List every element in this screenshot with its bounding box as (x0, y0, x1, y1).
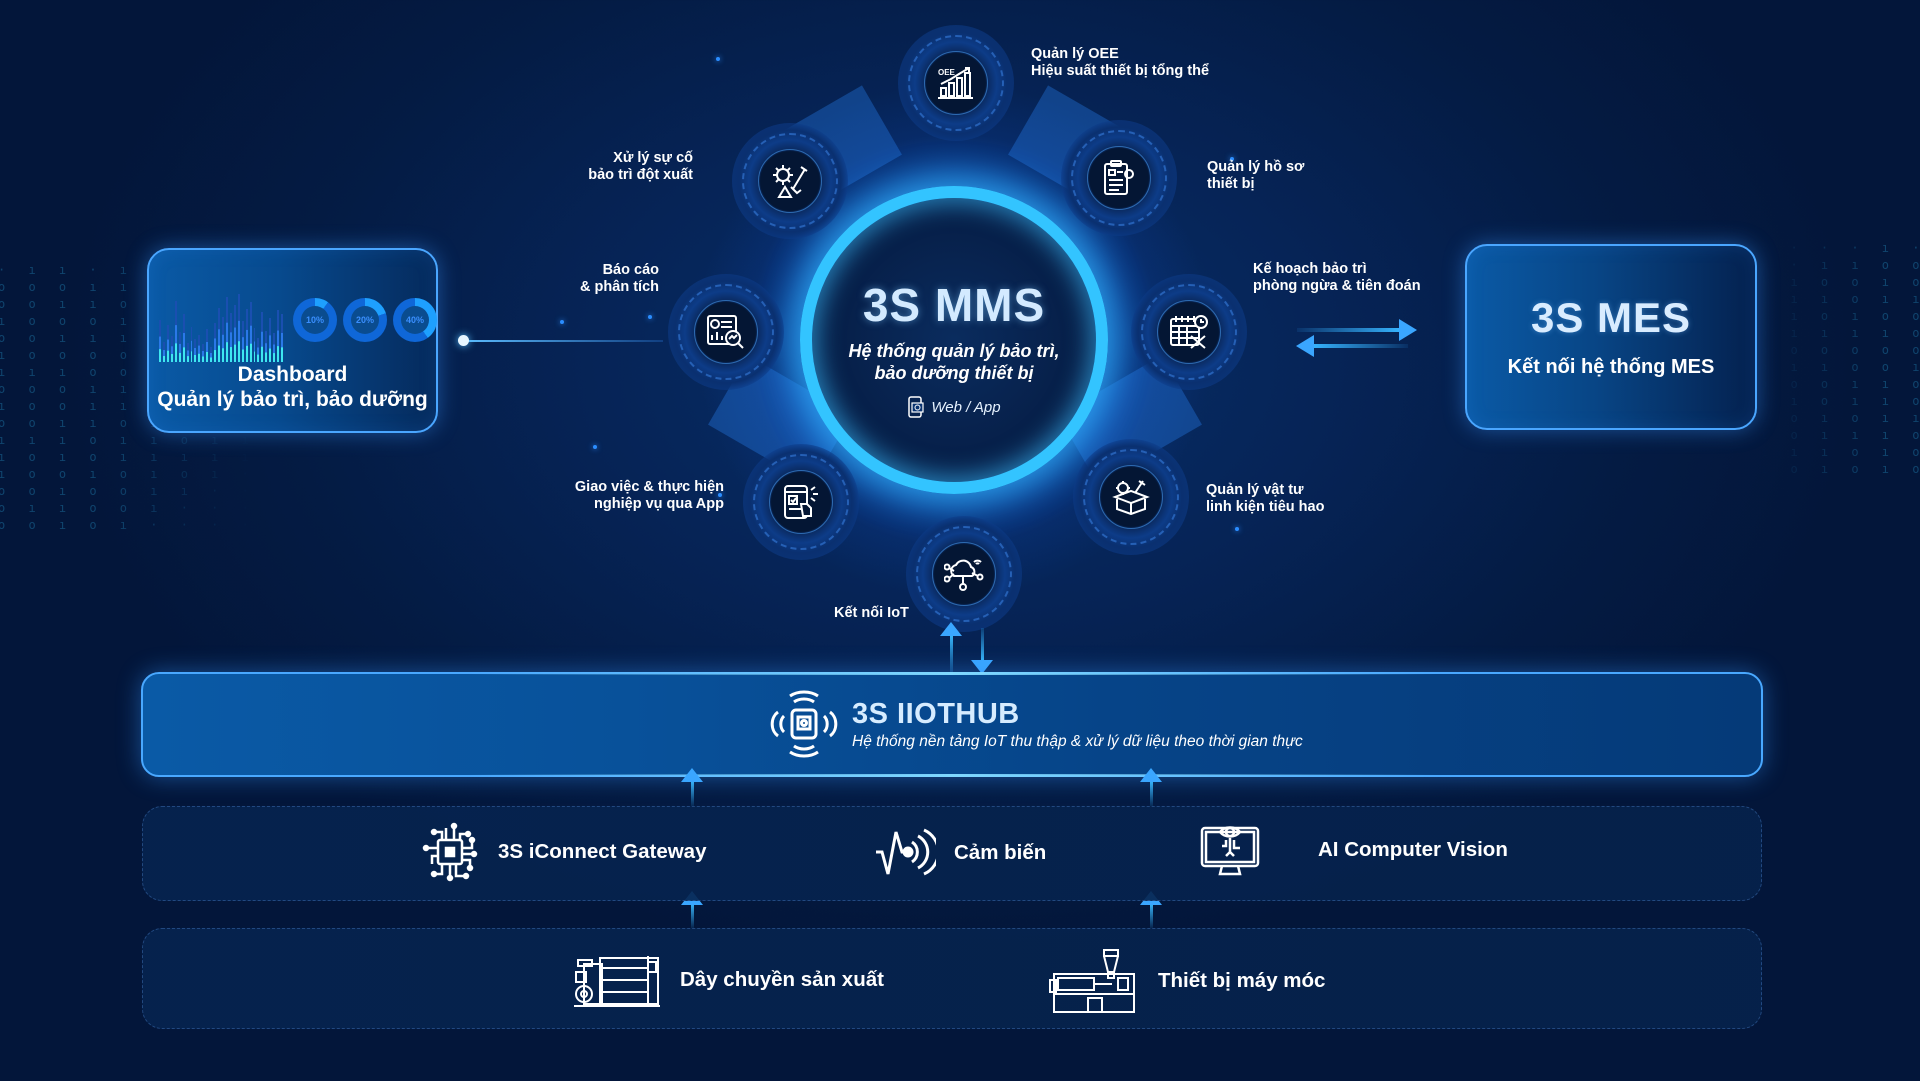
calendar-tools-icon (1170, 315, 1208, 349)
gateway-layer (142, 806, 1762, 901)
star-dot (718, 493, 722, 497)
mes-subtitle: Kết nối hệ thống MES (1507, 356, 1715, 378)
mms-subtitle-line1: Hệ thống quản lý bảo trì, (848, 341, 1060, 361)
label-line: bảo trì đột xuất (588, 167, 693, 183)
label-line: Kết nối IoT (834, 605, 909, 621)
ai-vision-item[interactable]: AI Computer Vision (1200, 822, 1508, 878)
machine-item[interactable]: Thiết bị máy móc (1048, 948, 1325, 1014)
label-line: & phân tích (580, 279, 659, 295)
label-line: Hiệu suất thiết bị tổng thể (1031, 63, 1210, 79)
module-node-incident[interactable] (732, 123, 848, 239)
svg-text:OEE: OEE (938, 68, 956, 77)
production-line-icon (574, 956, 660, 1007)
mms-platform-label: Web / App (931, 398, 1001, 416)
dashboard-connector-line (463, 340, 663, 342)
module-node-oee[interactable]: OEE (898, 25, 1014, 141)
left-arrow-icon (1296, 335, 1408, 357)
module-label-iot: Kết nối IoT (834, 605, 909, 622)
binary-pattern-right: · · · · ı · ı · · ı ı o o ı · ı o o ı o … (1760, 241, 1919, 476)
mms-center[interactable]: 3S MMS Hệ thống quản lý bảo trì, bảo dưỡ… (812, 198, 1096, 418)
clipboard-gear-icon (1104, 160, 1134, 195)
label-line: thiết bị (1207, 176, 1255, 192)
up-arrow-icon (681, 891, 703, 928)
label-line: Quản lý OEE (1031, 46, 1119, 62)
star-dot (1235, 527, 1239, 531)
dashboard-title-line2: Quản lý bảo trì, bảo dưỡng (157, 388, 428, 411)
box-parts-icon (1112, 480, 1150, 515)
mobile-touch-icon (784, 485, 818, 519)
label-line: Kế hoạch bảo trì (1253, 261, 1367, 277)
star-dot (593, 445, 597, 449)
label-line: nghiệp vụ qua App (594, 496, 724, 512)
mms-platform: Web / App (812, 396, 1096, 418)
star-dot (1230, 157, 1234, 161)
machine-label: Thiết bị máy móc (1158, 969, 1326, 992)
up-arrow-icon (940, 622, 962, 672)
dashboard-title-line1: Dashboard (237, 363, 348, 386)
connector-dot (458, 335, 469, 346)
report-analytics-icon (707, 315, 744, 349)
star-dot (716, 57, 720, 61)
dashboard-title: Dashboard Quản lý bảo trì, bảo dưỡng (149, 362, 436, 412)
hub-title: 3S IIOTHUB (852, 697, 1020, 730)
module-label-records: Quản lý hồ sơ thiết bị (1207, 159, 1304, 193)
oee-chart-icon: OEE (938, 67, 973, 99)
iiothub-bar[interactable]: 3S IIOTHUB Hệ thống nền tảng IoT thu thậ… (141, 672, 1763, 777)
donut-chart: 10% (293, 298, 337, 342)
bar-chart-icon (159, 294, 283, 362)
gear-wrench-warning-icon (773, 165, 808, 198)
up-arrow-icon (1140, 768, 1162, 806)
web-app-icon (908, 396, 924, 418)
module-label-incident: Xử lý sự cố bảo trì đột xuất (560, 150, 693, 184)
module-label-planning: Kế hoạch bảo trì phòng ngừa & tiên đoán (1253, 261, 1421, 295)
production-line-item[interactable]: Dây chuyền sản xuất (572, 952, 884, 1008)
star-dot (648, 315, 652, 319)
label-line: Quản lý vật tư (1206, 482, 1304, 498)
module-node-reports[interactable] (668, 274, 784, 390)
sensor-wave-icon (876, 828, 936, 876)
monitor-eye-icon (1200, 826, 1260, 876)
label-line: Quản lý hồ sơ (1207, 159, 1305, 175)
mes-card[interactable]: 3S MES Kết nối hệ thống MES (1465, 244, 1757, 430)
donut-chart: 40% (393, 298, 437, 342)
label-line: Xử lý sự cố (613, 150, 693, 166)
module-label-inventory: Quản lý vật tư linh kiện tiêu hao (1206, 482, 1324, 516)
iot-signal-device-icon (770, 690, 838, 758)
donut-chart: 20% (343, 298, 387, 342)
donut-charts: 10% 20% 40% (293, 298, 437, 342)
down-arrow-icon (971, 628, 993, 674)
module-label-tasks: Giao việc & thực hiện nghiệp vụ qua App (560, 479, 724, 513)
hub-subtitle: Hệ thống nền tảng IoT thu thập & xử lý d… (852, 732, 1303, 750)
production-line-label: Dây chuyền sản xuất (680, 968, 884, 991)
label-line: Báo cáo (602, 262, 659, 278)
cloud-network-icon (944, 559, 984, 591)
module-node-records[interactable] (1061, 120, 1177, 236)
gateway-label: 3S iConnect Gateway (498, 840, 707, 863)
dashboard-card[interactable]: 10% 20% 40% Dashboard Quản lý bảo trì, b… (147, 248, 438, 433)
module-label-reports: Báo cáo & phân tích (540, 262, 659, 296)
sensor-item[interactable]: Cảm biến (874, 824, 1046, 882)
gateway-item[interactable]: 3S iConnect Gateway (422, 822, 706, 882)
mms-subtitle: Hệ thống quản lý bảo trì, bảo dưỡng thiế… (812, 340, 1096, 384)
mms-title: 3S MMS (862, 279, 1046, 331)
ai-vision-label: AI Computer Vision (1318, 838, 1508, 861)
label-line: linh kiện tiêu hao (1206, 499, 1325, 515)
label-line: phòng ngừa & tiên đoán (1253, 278, 1421, 294)
sensor-label: Cảm biến (954, 841, 1047, 864)
production-layer (142, 928, 1762, 1029)
right-arrow-icon (1297, 319, 1417, 341)
mms-subtitle-line2: bảo dưỡng thiết bị (874, 363, 1034, 383)
module-node-tasks[interactable] (743, 444, 859, 560)
module-label-oee: Quản lý OEE Hiệu suất thiết bị tổng thể (1031, 46, 1209, 80)
label-line: Giao việc & thực hiện (574, 479, 724, 495)
mes-title: 3S MES (1530, 294, 1692, 341)
up-arrow-icon (1140, 891, 1162, 928)
module-node-inventory[interactable] (1073, 439, 1189, 555)
injection-machine-icon (1049, 949, 1135, 1013)
module-node-planning[interactable] (1131, 274, 1247, 390)
up-arrow-icon (681, 768, 703, 806)
chip-circuit-icon (422, 822, 478, 882)
star-dot (560, 320, 564, 324)
module-node-iot[interactable] (906, 516, 1022, 632)
